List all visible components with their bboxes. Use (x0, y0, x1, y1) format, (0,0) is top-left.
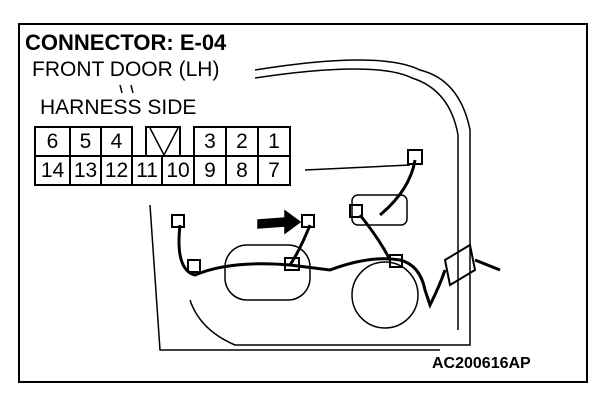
connector-e04 (407, 149, 423, 165)
speaker-hole (351, 261, 419, 329)
pin-9: 9 (193, 155, 227, 186)
pin-11: 11 (131, 155, 163, 186)
grommet (443, 243, 477, 287)
pin-14: 14 (34, 155, 71, 186)
figure-frame (18, 23, 588, 383)
pin-7: 7 (257, 155, 291, 186)
pin-2: 2 (225, 126, 259, 157)
figure-code: AC200616AP (432, 355, 531, 372)
pin-6: 6 (34, 126, 71, 157)
pin-1: 1 (257, 126, 291, 157)
pin-12: 12 (100, 155, 133, 186)
service-hole (224, 244, 311, 301)
view-label: HARNESS SIDE (40, 96, 197, 119)
arrow-icon (257, 209, 302, 235)
connector-key (145, 126, 181, 157)
pin-8: 8 (225, 155, 259, 186)
pin-13: 13 (69, 155, 102, 186)
connector-title: CONNECTOR: E-04 (25, 30, 227, 55)
pin-3: 3 (193, 126, 227, 157)
door-outline (189, 59, 471, 346)
pin-4: 4 (100, 126, 133, 157)
wire-harness (177, 224, 447, 309)
pin-5: 5 (69, 126, 102, 157)
pin-10: 10 (161, 155, 195, 186)
connector-location: FRONT DOOR (LH) (32, 58, 220, 81)
